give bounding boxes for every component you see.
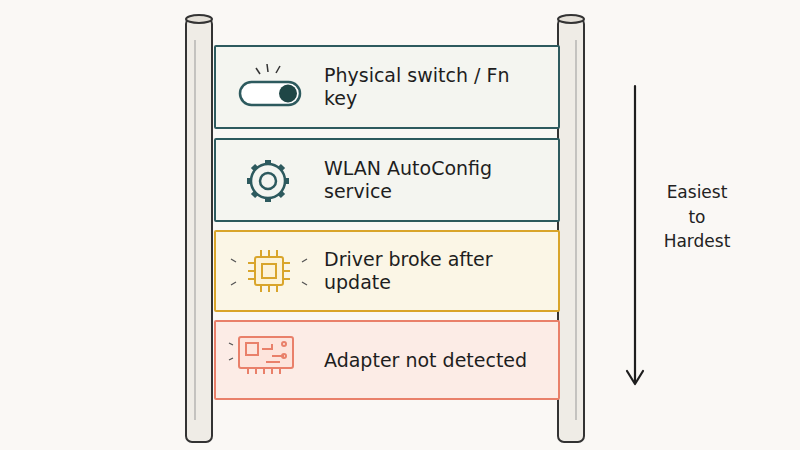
rung-box: Adapter not detected — [214, 320, 560, 400]
toggle-icon — [240, 64, 300, 105]
gear-icon — [247, 160, 289, 202]
circuit-board-icon — [229, 337, 293, 374]
rung-label: Driver broke after update — [324, 248, 548, 294]
rung-label: Physical switch / Fn key — [324, 64, 548, 110]
rung-box: Driver broke after update — [214, 230, 560, 312]
rung-label: Adapter not detected — [324, 349, 527, 372]
chip-icon — [231, 250, 307, 292]
rung-box: Physical switch / Fn key — [214, 45, 560, 129]
direction-label: Easiest to Hardest — [659, 180, 735, 254]
rung-box: WLAN AutoConfig service — [214, 138, 560, 222]
rung-label: WLAN AutoConfig service — [324, 157, 548, 203]
direction-arrow — [627, 86, 643, 384]
